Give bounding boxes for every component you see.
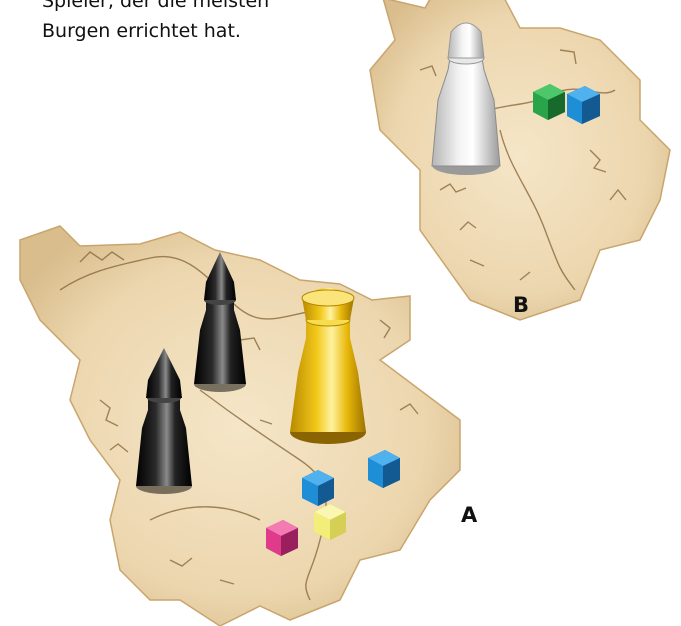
example-label-a: A [461, 503, 477, 527]
example-a-board [20, 226, 460, 626]
example-label-b: B [513, 293, 529, 317]
example-b-board [370, 0, 670, 320]
